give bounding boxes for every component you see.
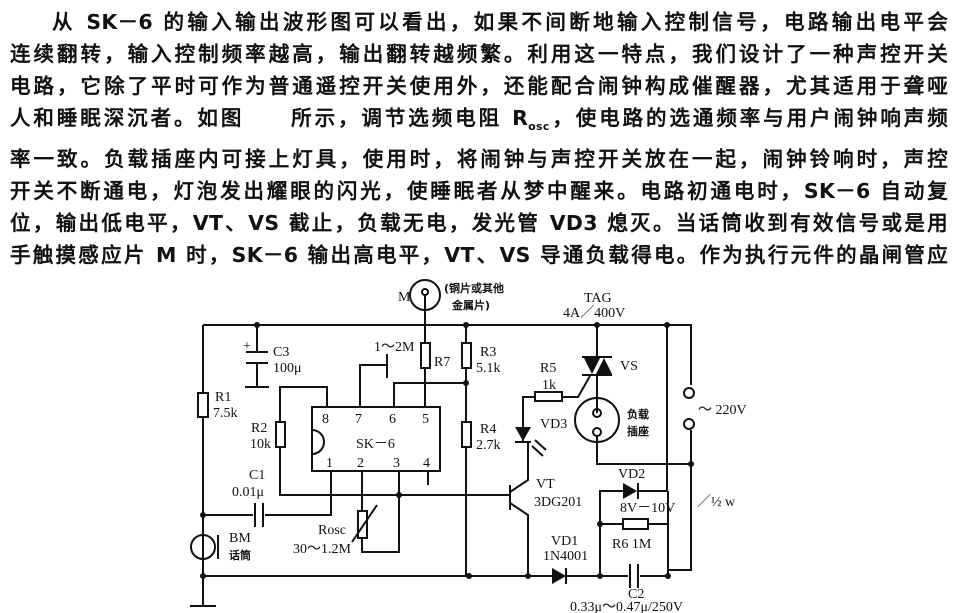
text-line: 开关不断通电，灯泡发出耀眼的闪光，使睡眠者从梦中醒来。电路初通电时，SK－6 自…	[10, 179, 948, 204]
svg-text:话筒: 话筒	[229, 548, 251, 562]
labels: M (铜片或其他 金属片) TAG 4A／400V VS C3 100μ R1 …	[213, 281, 747, 613]
zener-vd2	[623, 483, 637, 499]
text-line: 电路，它除了平时可作为普通遥控开关使用外，还能配合闹钟构成催醒器，尤其适用于聋哑	[10, 74, 948, 98]
svg-text:3: 3	[393, 456, 400, 471]
svg-text:4A／400V: 4A／400V	[563, 305, 625, 321]
svg-text:VD2: VD2	[618, 467, 645, 482]
svg-text:100μ: 100μ	[273, 361, 302, 376]
svg-text:7.5k: 7.5k	[213, 406, 238, 421]
resistor-r3	[461, 342, 472, 369]
resistor-r6	[622, 518, 649, 530]
resistor-r2	[275, 421, 286, 448]
svg-text:Rosc: Rosc	[318, 523, 346, 538]
svg-text:8V－10V: 8V－10V	[620, 501, 675, 516]
svg-text:VD1: VD1	[551, 534, 578, 549]
svg-text:3DG201: 3DG201	[534, 495, 582, 510]
svg-text:R7: R7	[434, 355, 450, 370]
svg-text:30～1.2M: 30～1.2M	[293, 542, 351, 557]
svg-text:8: 8	[322, 412, 329, 427]
svg-text:BM: BM	[229, 531, 251, 546]
svg-text:6: 6	[389, 412, 396, 427]
svg-text:0.01μ: 0.01μ	[232, 485, 264, 500]
svg-text:C1: C1	[249, 468, 265, 483]
text-line: 位，输出低电平，VT、VS 截止，负载无电，发光管 VD3 熄灭。当话筒收到有效…	[10, 211, 948, 236]
ac-terminal	[683, 418, 695, 430]
svg-text:／½ w: ／½ w	[697, 494, 736, 510]
microphone-bm	[190, 534, 216, 560]
svg-text:TAG: TAG	[584, 291, 612, 306]
svg-text:R1: R1	[215, 390, 231, 405]
text-line: 手触摸感应片 M 时，SK－6 输出高电平，VT、VS 导通负载得电。作为执行元…	[10, 243, 948, 268]
svg-text:7: 7	[355, 412, 362, 427]
body-paragraph: 从 SK－6 的输入输出波形图可以看出，如果不间断地输入控制信号，电路输出电平会…	[10, 6, 948, 271]
svg-text:插座: 插座	[627, 424, 649, 438]
diode-vd1	[552, 568, 566, 584]
svg-text:VS: VS	[620, 359, 638, 374]
svg-text:1: 1	[326, 456, 333, 471]
svg-text:M: M	[398, 290, 411, 305]
svg-text:C2: C2	[628, 587, 644, 602]
svg-text:R5: R5	[540, 361, 556, 376]
text-line: 连续翻转，输入控制频率越高，输出翻转越频繁。利用这一特点，我们设计了一种声控开关	[10, 42, 948, 66]
svg-text:10k: 10k	[250, 437, 271, 452]
variable-resistor-rosc	[357, 510, 368, 539]
svg-text:5: 5	[422, 412, 429, 427]
svg-text:1～2M: 1～2M	[374, 340, 415, 355]
svg-text:C3: C3	[273, 345, 289, 360]
svg-text:2: 2	[357, 456, 364, 471]
svg-text:(铜片或其他: (铜片或其他	[444, 281, 504, 295]
svg-text:金属片): 金属片)	[451, 298, 490, 312]
svg-text:R6 1M: R6 1M	[612, 537, 652, 552]
svg-text:+: +	[243, 339, 251, 354]
ic-sk6	[311, 406, 441, 472]
resistor-r4	[461, 421, 472, 448]
triac-vs	[584, 358, 612, 374]
svg-text:R4: R4	[480, 422, 496, 437]
svg-text:VD3: VD3	[540, 417, 567, 432]
svg-text:R2: R2	[251, 421, 267, 436]
resistor-r1	[197, 392, 209, 418]
text-line: 率一致。负载插座内可接上灯具，使用时，将闹钟与声控开关放在一起，闹钟铃响时，声控	[10, 147, 948, 172]
resistor-r5	[534, 391, 563, 402]
svg-text:负载: 负载	[627, 407, 649, 421]
svg-text:～ 220V: ～ 220V	[698, 403, 747, 418]
ac-terminal	[683, 387, 695, 399]
svg-text:1N4001: 1N4001	[543, 549, 588, 564]
svg-text:SK－6: SK－6	[356, 437, 395, 452]
resistor-r7	[420, 342, 431, 369]
svg-text:R3: R3	[480, 345, 496, 360]
svg-text:1k: 1k	[542, 378, 556, 393]
wires: +	[190, 279, 695, 607]
svg-text:2.7k: 2.7k	[476, 438, 501, 453]
svg-text:5.1k: 5.1k	[476, 361, 501, 376]
text-line: 人和睡眠深沉者。如图 所示，调节选频电阻 Rosc，使电路的选通频率与用户闹钟响…	[10, 106, 948, 134]
svg-text:VT: VT	[536, 477, 555, 492]
text-line: 从 SK－6 的输入输出波形图可以看出，如果不间断地输入控制信号，电路输出电平会	[52, 10, 948, 34]
svg-text:0.33μ～0.47μ/250V: 0.33μ～0.47μ/250V	[570, 600, 683, 613]
svg-text:4: 4	[423, 456, 430, 471]
